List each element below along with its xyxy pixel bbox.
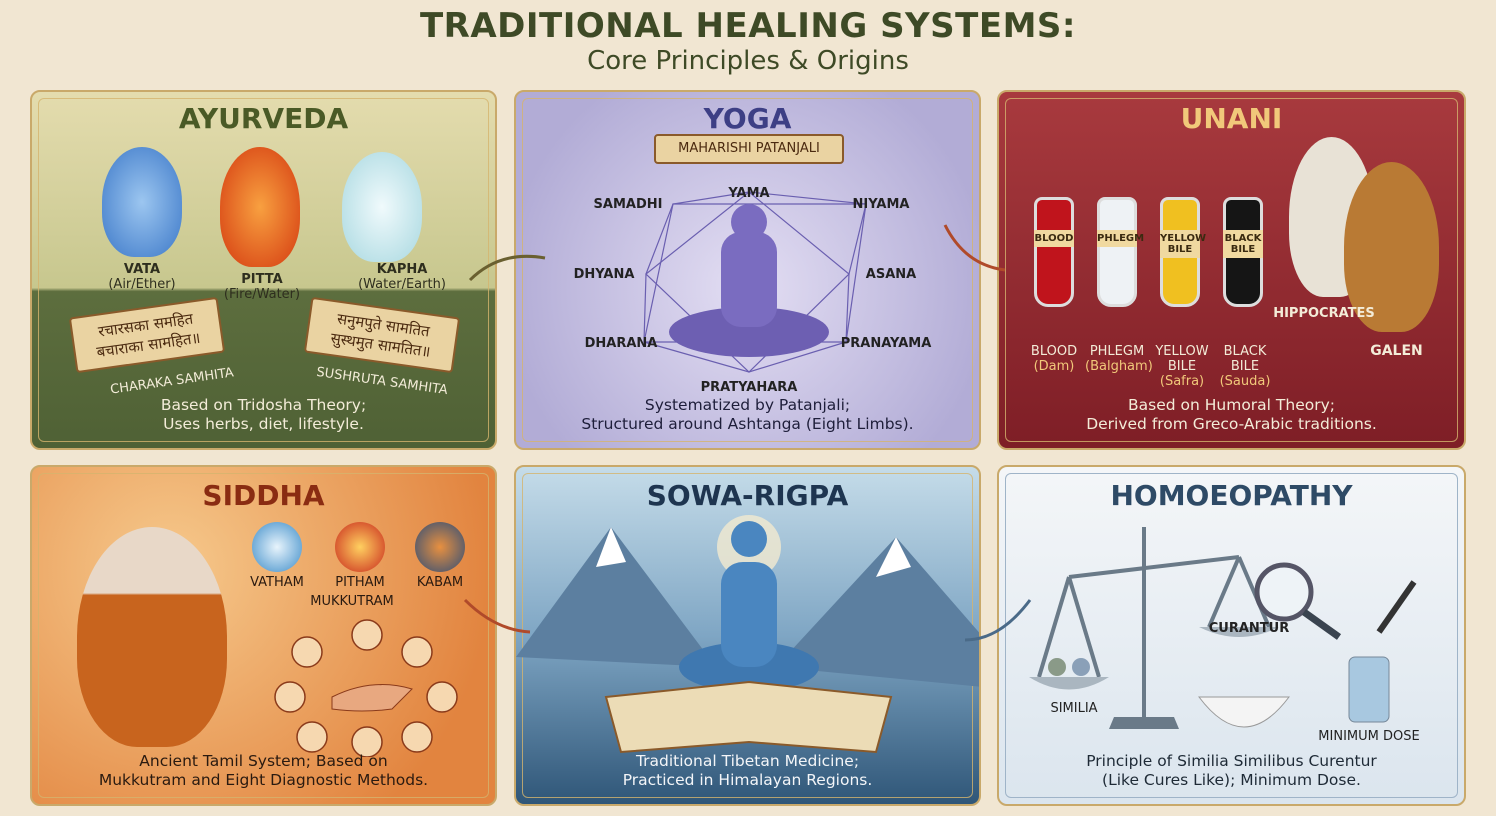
sowa-rigpa-title: SOWA-RIGPA	[646, 479, 849, 512]
kabam-icon	[415, 522, 465, 572]
unani-caption: Based on Humoral Theory;Derived from Gre…	[1086, 396, 1377, 433]
limb-samadhi: SAMADHI	[593, 197, 663, 212]
page-subtitle: Core Principles & Origins	[587, 46, 909, 76]
balance-scale-icon	[1029, 527, 1417, 729]
homoeopathy-caption: Principle of Similia Similibus Curentur(…	[1086, 752, 1377, 789]
siddhar-sage-icon	[77, 527, 227, 747]
yoga-title: YOGA	[703, 102, 792, 135]
limb-pranayama: PRANAYAMA	[840, 336, 932, 351]
pitham-label: PITHAM	[335, 575, 385, 590]
himalaya-mountains-icon	[516, 515, 979, 754]
sowa-rigpa-caption: Traditional Tibetan Medicine;Practiced i…	[622, 752, 873, 789]
dosha-vata: VATA(Air/Ether)	[108, 262, 176, 292]
mukkutram-label: MUKKUTRAM	[310, 594, 394, 609]
limb-asana: ASANA	[865, 267, 917, 282]
limb-niyama: NIYAMA	[852, 197, 910, 212]
humor-blood: BLOOD(Dam)	[1030, 344, 1078, 374]
siddha-title: SIDDHA	[202, 479, 325, 512]
panel-siddha: SIDDHA VATHAM PITHAM KABAM MUKKUTRAM Anc…	[30, 465, 497, 806]
unani-title: UNANI	[1180, 102, 1283, 135]
homoeopathy-title: HOMOEOPATHY	[1110, 479, 1353, 512]
eight-diagnostic-methods-icon	[274, 619, 458, 757]
minimum-dose-label: MINIMUM DOSE	[1318, 729, 1420, 744]
galen-label: GALEN	[1370, 343, 1423, 359]
vata-figure-icon	[102, 147, 182, 257]
curantur-label: CURANTUR	[1208, 621, 1290, 636]
panel-ayurveda: AYURVEDA VATA(Air/Ether) PITTA(Fire/Wate…	[30, 90, 497, 450]
dosha-kapha: KAPHA(Water/Earth)	[358, 262, 446, 292]
limb-dhyana: DHYANA	[573, 267, 635, 282]
kapha-figure-icon	[342, 152, 422, 262]
vial-phlegm-icon: PHLEGM	[1097, 197, 1144, 307]
vial-yellow-bile-icon: YELLOW BILE	[1160, 197, 1206, 307]
vial-blood-icon: BLOOD	[1034, 197, 1074, 307]
patanjali-banner: MAHARISHI PATANJALI	[654, 134, 844, 164]
vatham-label: VATHAM	[250, 575, 304, 590]
dosha-pitta: PITTA(Fire/Water)	[223, 272, 301, 302]
hippocrates-label: HIPPOCRATES	[1273, 306, 1375, 321]
panel-unani: UNANI BLOOD PHLEGM YELLOW BILE BLACK BIL…	[997, 90, 1466, 450]
humor-phlegm: PHLEGM(Balgham)	[1085, 344, 1153, 374]
kabam-label: KABAM	[416, 575, 464, 590]
limb-pratyahara: PRATYAHARA	[700, 380, 798, 395]
limb-dharana: DHARANA	[584, 336, 658, 351]
humor-yellow-bile: YELLOW BILE(Safra)	[1155, 344, 1209, 389]
limb-yama: YAMA	[728, 186, 770, 201]
ashtanga-star-icon	[643, 191, 867, 373]
page-title: TRADITIONAL HEALING SYSTEMS:	[419, 6, 1076, 46]
panel-sowa-rigpa: SOWA-RIGPA Traditional Tibetan Medicine;…	[514, 465, 981, 806]
pitham-icon	[335, 522, 385, 572]
pitta-figure-icon	[220, 147, 300, 267]
vatham-icon	[252, 522, 302, 572]
ayurveda-caption: Based on Tridosha Theory;Uses herbs, die…	[160, 396, 367, 433]
similia-label: SIMILIA	[1050, 701, 1098, 716]
galen-bust-icon	[1344, 162, 1439, 332]
yoga-caption: Systematized by Patanjali;Structured aro…	[581, 396, 914, 433]
panel-yoga: YOGA MAHARISHI PATANJALI YAMA NIYAMA ASA…	[514, 90, 981, 450]
vial-black-bile-icon: BLACK BILE	[1223, 197, 1263, 307]
panel-homoeopathy: HOMOEOPATHY SIMILIA CURANTUR MINIMUM DOS…	[997, 465, 1466, 806]
ayurveda-title: AYURVEDA	[178, 102, 349, 135]
humor-black-bile: BLACK BILE(Sauda)	[1219, 344, 1271, 389]
